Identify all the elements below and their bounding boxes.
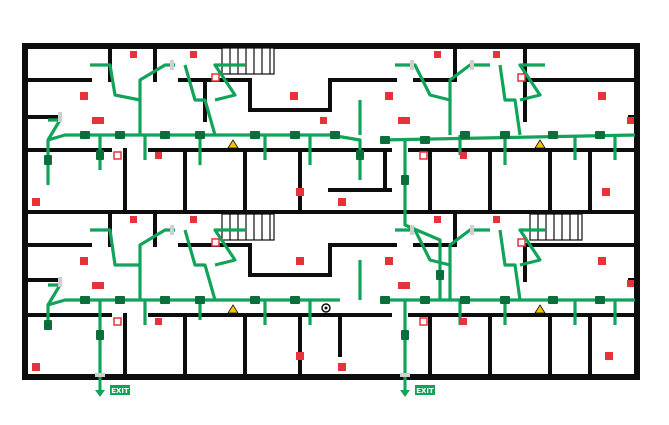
exit-sign-right: EXIT	[415, 385, 435, 395]
doors	[58, 60, 474, 377]
exit-label: EXIT	[111, 387, 129, 395]
exit-arrow-left	[95, 377, 105, 397]
warning-icon	[227, 139, 546, 314]
interior-walls	[23, 44, 639, 379]
assembly-point-icon	[321, 303, 331, 313]
phone-icon	[32, 92, 613, 371]
fire-alarm-icon	[130, 51, 634, 325]
stairs-icon	[221, 213, 275, 241]
stairs-icon	[221, 47, 275, 75]
exit-sign-left: EXIT	[110, 385, 130, 395]
exit-running-man-icon	[92, 117, 410, 289]
stairs-icon	[529, 213, 583, 241]
exit-arrow-right	[400, 377, 410, 397]
fire-extinguisher-icon	[113, 73, 526, 326]
exit-label: EXIT	[416, 387, 434, 395]
route-arrow-markers	[44, 131, 605, 340]
